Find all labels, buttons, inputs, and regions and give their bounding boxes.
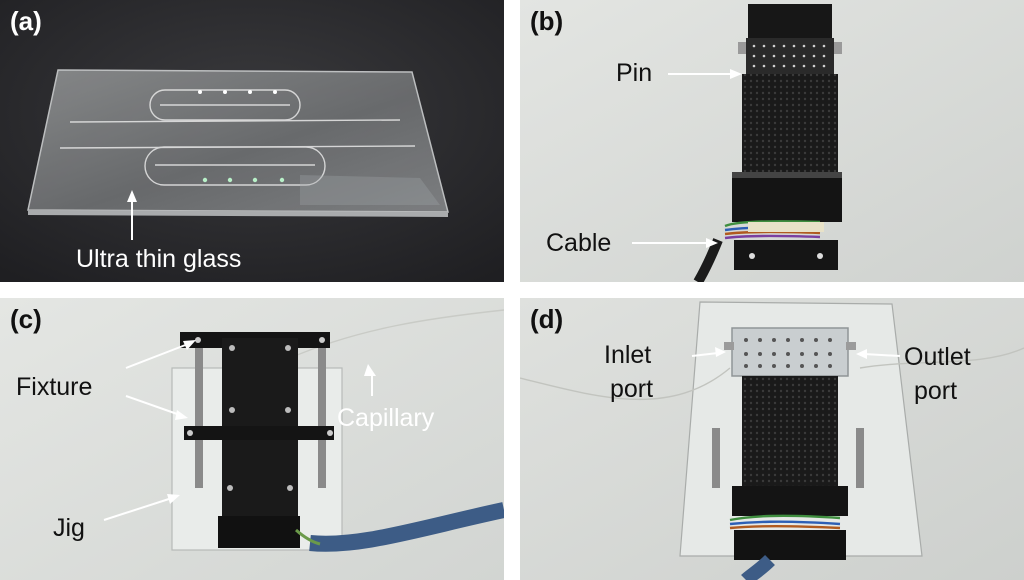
top-bracket (748, 4, 832, 38)
panel-c: (c) Fixture Capillary Jig (0, 298, 504, 580)
inlet-label-line2: port (610, 375, 654, 403)
panel-a-label: (a) (10, 6, 42, 36)
capillary-label: Capillary (337, 404, 435, 432)
jig-label: Jig (53, 514, 85, 542)
fixture-label: Fixture (16, 373, 93, 401)
panel-b: (b) Pin Cable (520, 0, 1024, 282)
panel-b-label: (b) (530, 6, 564, 36)
cable-label: Cable (546, 229, 612, 257)
panel-a: (a) Ultra thin glass (0, 0, 504, 282)
panel-d-label: (d) (530, 304, 564, 334)
panel-c-label: (c) (10, 304, 42, 334)
panel-b-photo (520, 0, 1024, 282)
panel-d-photo (520, 298, 1024, 580)
ultra-thin-glass-label: Ultra thin glass (76, 245, 242, 273)
panel-a-photo (0, 0, 504, 282)
device-body (742, 376, 838, 486)
outlet-label-line1: Outlet (904, 343, 971, 371)
inlet-label-line1: Inlet (604, 341, 652, 369)
manifold (731, 327, 849, 377)
panel-d: (d) Inlet port Outlet port (520, 298, 1024, 580)
perforated-body (742, 74, 838, 174)
outlet-label-line2: port (914, 377, 958, 405)
pin-label: Pin (616, 59, 653, 87)
pin-array (746, 38, 834, 74)
panel-c-photo (0, 298, 504, 580)
